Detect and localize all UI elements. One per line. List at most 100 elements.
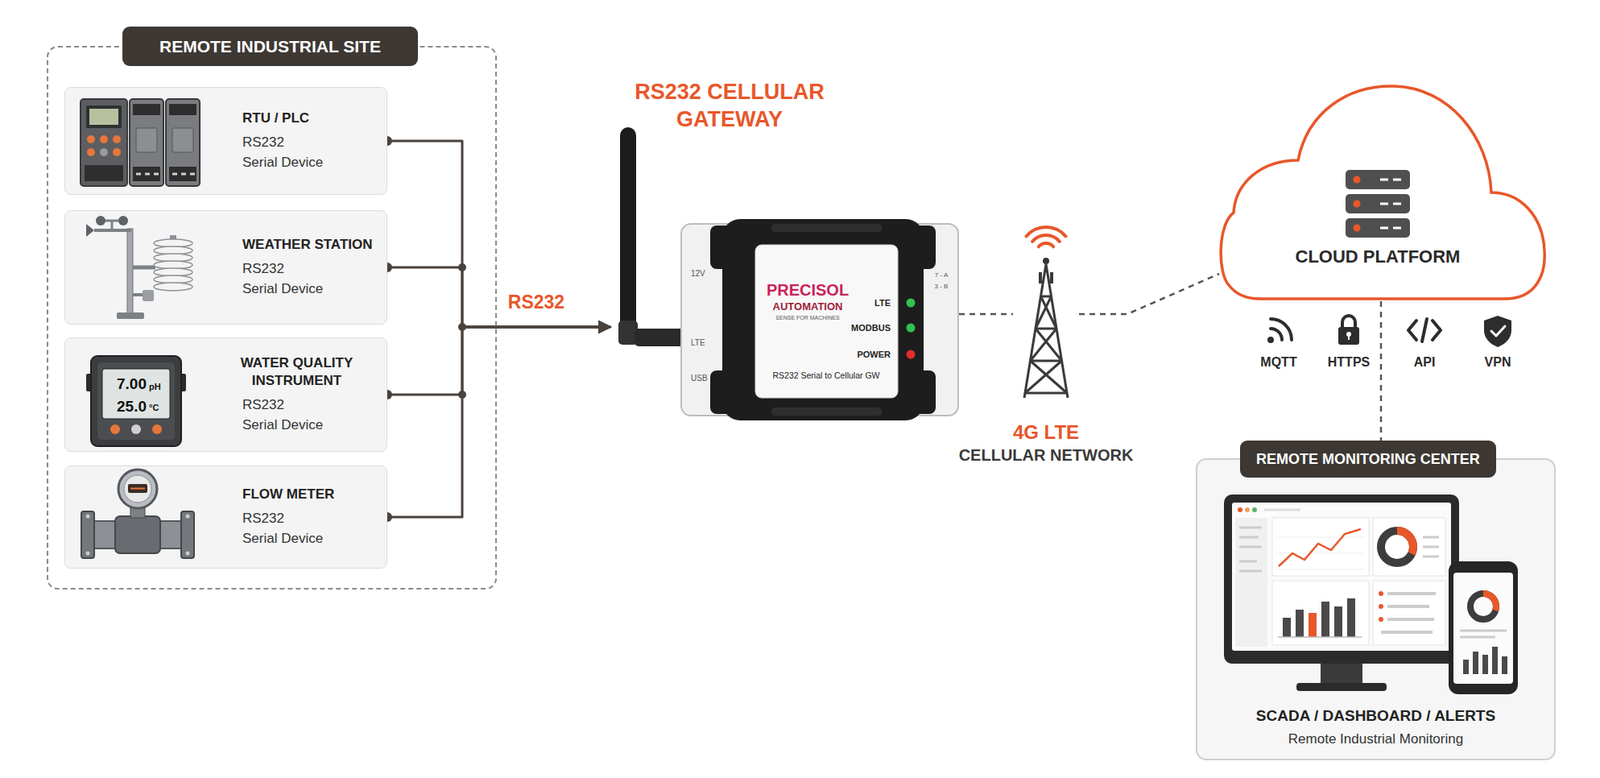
display-unit: pH (148, 382, 162, 392)
cloud-platform: CLOUD PLATFORM (1219, 71, 1547, 302)
flow-meter-picture (128, 483, 148, 493)
monitoring-picture (1278, 529, 1361, 567)
network-name: CELLULAR NETWORK (959, 444, 1134, 466)
port-label: LTE (690, 339, 706, 348)
protocol-label-anchor: MQTT (1260, 355, 1297, 369)
device-card-art (65, 466, 389, 570)
plc-picture (84, 165, 124, 182)
junction-dot (458, 263, 467, 272)
tower-picture (1038, 272, 1042, 284)
water-quality-picture (90, 355, 182, 447)
weather-station-picture (153, 282, 193, 291)
port-label: 12V (690, 269, 706, 278)
device-card-art (65, 210, 389, 326)
monitoring-picture (1472, 651, 1479, 674)
flow-meter-picture (86, 551, 91, 556)
led-label: LTE (874, 298, 891, 308)
gateway-picture (906, 323, 916, 333)
monitoring-picture (1347, 598, 1356, 637)
device-name: WEATHER STATION (242, 235, 384, 254)
flow-meter-picture (186, 514, 191, 519)
tower-picture (1032, 235, 1060, 242)
serial-wire (387, 326, 611, 395)
water-quality-picture (102, 368, 170, 419)
plc-picture (172, 128, 194, 153)
led-label-anchor: POWER (856, 350, 891, 360)
brand-tagline: SENSE FOR MACHINES (775, 314, 840, 321)
title-tab: REMOTE INDUSTRIAL SITE (122, 26, 418, 67)
plc-picture (86, 135, 96, 144)
plc-picture (112, 135, 121, 144)
gateway-picture (634, 328, 685, 347)
weather-station-picture (65, 210, 389, 326)
cell-tower-art (1012, 215, 1080, 402)
brand-tagline-anchor: SENSE FOR MACHINES (775, 314, 840, 321)
brand-name-anchor: PRECISOL (766, 281, 849, 298)
plc-picture (112, 148, 121, 157)
card-text: WEATHER STATIONRS232Serial Device (242, 210, 384, 324)
water-quality-picture (97, 362, 175, 440)
display-reading: 7.00 (116, 376, 147, 392)
server-icon (1380, 179, 1402, 228)
monitoring-picture (1321, 601, 1330, 637)
gateway-picture (620, 127, 637, 335)
monitoring-picture (1244, 507, 1250, 513)
port-label-anchor: 12V (690, 269, 706, 278)
plc-picture (89, 108, 119, 125)
brand-name: AUTOMATION (773, 301, 844, 312)
monitoring-picture (1232, 502, 1452, 651)
tower-picture (1025, 227, 1066, 236)
monitoring-picture (1453, 572, 1514, 684)
code-icon (1422, 318, 1427, 342)
gateway-picture (771, 407, 882, 416)
device-name: FLOW METER (242, 485, 384, 504)
flow-meter-picture (124, 475, 152, 503)
monitoring-picture (1235, 517, 1268, 647)
flow-meter-picture (130, 487, 145, 490)
serial-wire (387, 267, 611, 327)
monitoring-picture (1501, 656, 1508, 674)
server-icon (1353, 200, 1361, 208)
weather-station-picture (132, 293, 145, 297)
monitoring-picture (1470, 593, 1497, 620)
signal-name: RS232 (504, 292, 568, 313)
lock-icon (1338, 315, 1360, 345)
protocol-label: HTTPS (1327, 355, 1370, 369)
monitoring-center: REMOTE MONITORING CENTERSCADA / DASHBOAR… (1195, 440, 1556, 761)
water-quality-picture (152, 424, 162, 435)
shield-icon (1484, 315, 1512, 348)
device-card: WEATHER STATIONRS232Serial Device (64, 210, 388, 325)
monitoring-picture (1196, 458, 1555, 760)
display-reading-anchor: 25.0 (116, 398, 147, 414)
wire-label-anchor: RS232 (504, 292, 568, 313)
plc-picture (99, 148, 108, 157)
lock-icon (1342, 315, 1356, 328)
monitoring-picture (1239, 527, 1262, 571)
tower-caption: 4G LTECELLULAR NETWORK (959, 420, 1134, 466)
center-title: REMOTE MONITORING CENTER (1256, 451, 1481, 467)
led-label: POWER (856, 350, 891, 360)
port-label: USB (690, 374, 708, 383)
center-note: Remote Industrial Monitoring (1195, 728, 1556, 750)
gateway-picture (906, 350, 916, 360)
water-quality-picture (110, 424, 120, 435)
serial-wire (387, 326, 611, 517)
monitoring-picture (1277, 636, 1362, 638)
dashed-link (1380, 301, 1383, 441)
gateway-picture (722, 219, 924, 421)
gateway-device-art (610, 78, 960, 421)
led-label-anchor: MODBUS (851, 323, 891, 333)
device-card: WATER QUALITY INSTRUMENTRS232Serial Devi… (64, 337, 388, 452)
gateway-picture (610, 78, 960, 421)
weather-station-picture (132, 265, 156, 270)
device-name: WATER QUALITY INSTRUMENT (230, 354, 364, 390)
tower-picture (1024, 264, 1068, 398)
monitoring-picture (1282, 617, 1291, 637)
model-label: RS232 Serial to Cellular GW (772, 371, 880, 381)
monitoring-picture (1223, 494, 1460, 664)
terminal-label-anchor: 7 - A (934, 272, 948, 279)
cloud-outline (1220, 86, 1545, 299)
port-label-anchor: LTE (690, 339, 706, 348)
device-interface: Serial Device (242, 279, 384, 300)
